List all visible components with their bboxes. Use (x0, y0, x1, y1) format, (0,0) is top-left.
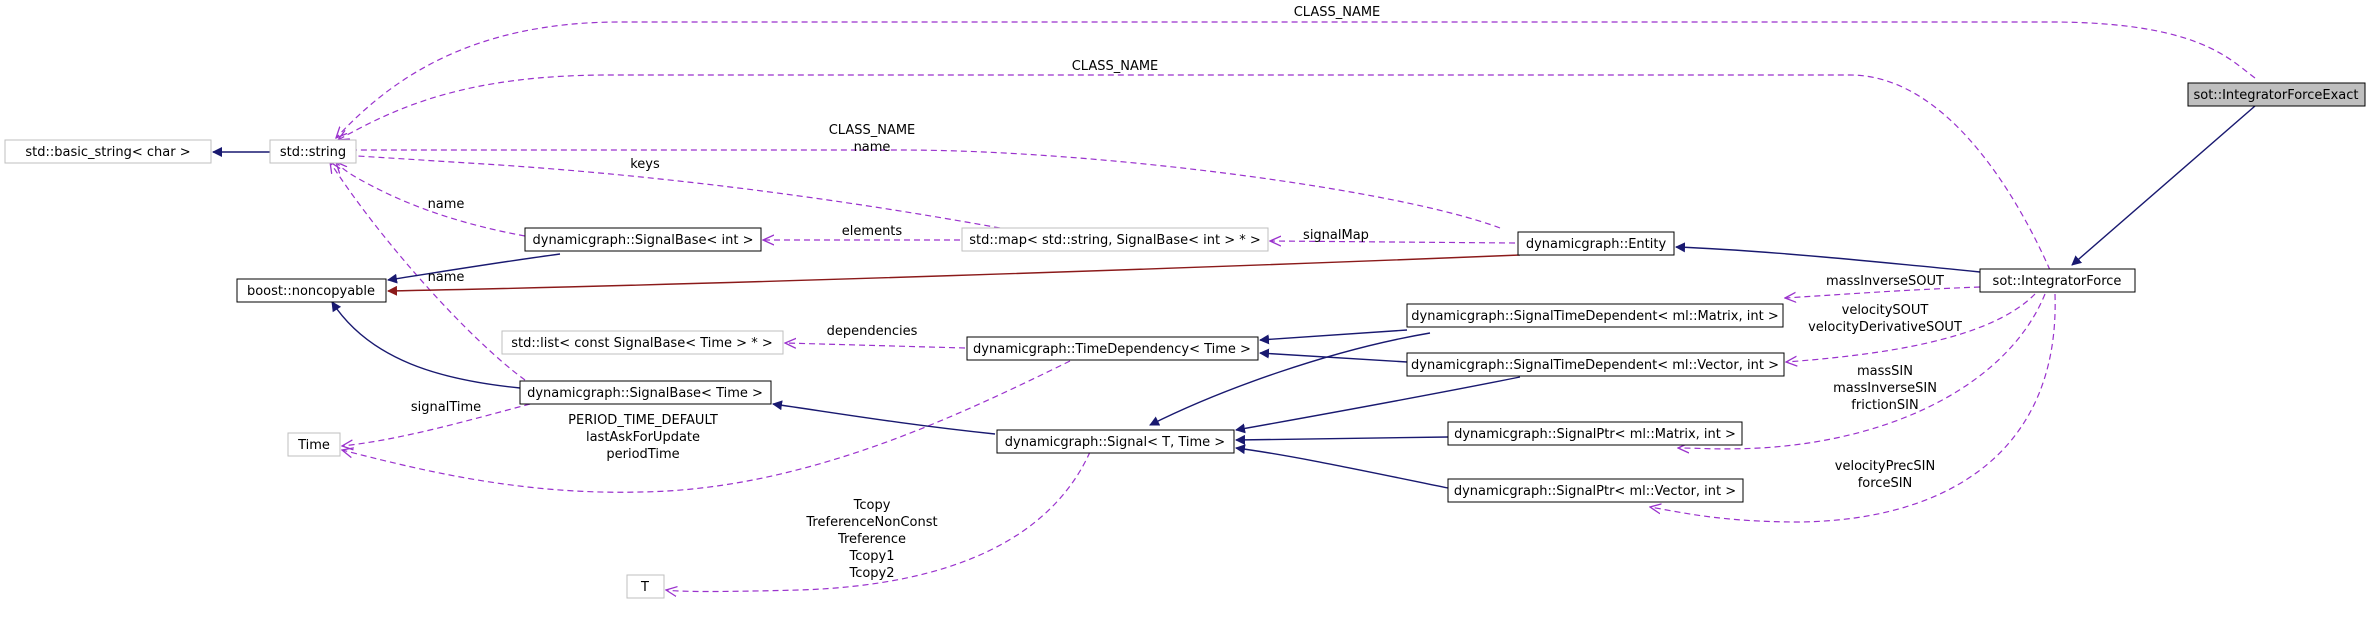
edge-label-elements: elements (842, 224, 903, 239)
edge-label-tcopy: Tcopy (853, 498, 891, 513)
edge-ptrmat-to-signal (1235, 434, 1449, 445)
edge-sbtime-to-noncopy (331, 301, 521, 389)
node-std-map[interactable]: std::map< std::string, SignalBase< int >… (961, 227, 1269, 252)
edge-force-to-entity (1675, 242, 1981, 273)
node-label: T (640, 580, 649, 595)
edge-signal-to-sbtime (772, 400, 996, 435)
node-std-string[interactable]: std::string (269, 139, 357, 164)
node-time-dependency[interactable]: dynamicgraph::TimeDependency< Time > (966, 336, 1259, 361)
edge-label-period-time-default: PERIOD_TIME_DEFAULT (568, 413, 718, 428)
node-label: dynamicgraph::SignalPtr< ml::Matrix, int… (1454, 427, 1736, 442)
edge-label-mass-inverse-sin: massInverseSIN (1833, 381, 1937, 396)
edge-force-to-stdmat (1785, 286, 1981, 298)
edge-label-period-time: periodTime (606, 447, 679, 462)
edge-label-treference: Treference (837, 532, 906, 547)
node-signal[interactable]: dynamicgraph::Signal< T, Time > (996, 429, 1235, 454)
node-time[interactable]: Time (287, 432, 341, 457)
edge-sbtime-to-time (342, 403, 531, 446)
edge-stdmat-to-signal (1149, 332, 1431, 426)
edge-force-to-string (338, 74, 2051, 271)
edges (212, 21, 2256, 592)
node-label: Time (297, 438, 330, 453)
edge-label-signal-map: signalMap (1303, 228, 1369, 243)
node-label: dynamicgraph::SignalTimeDependent< ml::M… (1411, 309, 1778, 324)
node-label: std::map< std::string, SignalBase< int >… (969, 233, 1261, 248)
edge-label-signal-time: signalTime (411, 400, 481, 415)
node-integrator-force[interactable]: sot::IntegratorForce (1979, 268, 2136, 293)
edge-timedep-to-time (342, 360, 1071, 493)
node-label: dynamicgraph::SignalTimeDependent< ml::V… (1411, 358, 1779, 373)
edge-labels: CLASS_NAME CLASS_NAME CLASS_NAME name ke… (411, 5, 1962, 581)
node-label: std::list< const SignalBase< Time > * > (511, 336, 772, 351)
edge-label-name-sbint: name (428, 197, 465, 212)
node-label: std::string (280, 145, 346, 160)
node-std-list[interactable]: std::list< const SignalBase< Time > * > (501, 330, 784, 355)
node-label: dynamicgraph::SignalBase< int > (533, 233, 754, 248)
node-signal-base-int[interactable]: dynamicgraph::SignalBase< int > (524, 227, 762, 252)
edge-timedep-to-list (785, 343, 966, 348)
edge-label-dependencies: dependencies (827, 324, 918, 339)
edge-label-velocity-derivative-sout: velocityDerivativeSOUT (1808, 320, 1962, 335)
node-signal-time-dependent-matrix[interactable]: dynamicgraph::SignalTimeDependent< ml::M… (1406, 303, 1784, 328)
edge-label-mass-sin: massSIN (1857, 364, 1913, 379)
edge-signal-to-t (666, 451, 1091, 592)
edge-label-class-name-force: CLASS_NAME (1072, 59, 1159, 74)
node-label: dynamicgraph::SignalPtr< ml::Vector, int… (1454, 484, 1736, 499)
node-basic-string[interactable]: std::basic_string< char > (4, 139, 212, 164)
edge-stdvec-to-timedep (1259, 348, 1408, 363)
edge-entity-to-string (340, 150, 1501, 229)
node-label: std::basic_string< char > (25, 145, 190, 160)
edge-label-friction-sin: frictionSIN (1851, 398, 1918, 413)
node-label: dynamicgraph::SignalBase< Time > (527, 386, 763, 401)
edge-stdmat-to-timedep (1259, 329, 1408, 345)
node-label: sot::IntegratorForce (1993, 274, 2122, 289)
edge-exact-to-force (2071, 105, 2256, 266)
edge-force-to-stdvec (1786, 293, 2036, 362)
edge-label-force-sin: forceSIN (1858, 476, 1913, 491)
node-signal-base-time[interactable]: dynamicgraph::SignalBase< Time > (519, 380, 772, 405)
edge-label-class-name-entity: CLASS_NAME (829, 123, 916, 138)
edge-entity-to-noncopy (387, 254, 1521, 296)
edge-label-name-sbtime: name (428, 270, 465, 285)
edge-label-tcopy1: Tcopy1 (848, 549, 894, 564)
node-integrator-force-exact[interactable]: sot::IntegratorForceExact (2187, 82, 2366, 107)
node-signal-time-dependent-vector[interactable]: dynamicgraph::SignalTimeDependent< ml::V… (1406, 352, 1785, 377)
node-label: sot::IntegratorForceExact (2193, 88, 2358, 103)
edge-label-mass-inverse-sout: massInverseSOUT (1826, 274, 1944, 289)
node-entity[interactable]: dynamicgraph::Entity (1517, 231, 1675, 256)
edge-sbint-to-string (336, 162, 526, 237)
node-label: dynamicgraph::Signal< T, Time > (1005, 435, 1225, 450)
edge-label-name-entity: name (854, 140, 891, 155)
edge-label-keys: keys (630, 157, 660, 172)
edge-label-velocity-prec-sin: velocityPrecSIN (1835, 459, 1935, 474)
node-noncopyable[interactable]: boost::noncopyable (236, 278, 387, 303)
edge-label-class-name-top: CLASS_NAME (1294, 5, 1381, 20)
edge-sbtime-to-string (330, 162, 526, 381)
edge-force-to-ptrvec (1650, 293, 2056, 523)
node-label: dynamicgraph::TimeDependency< Time > (973, 342, 1251, 357)
edge-exact-to-string (336, 21, 2256, 138)
node-signal-ptr-matrix[interactable]: dynamicgraph::SignalPtr< ml::Matrix, int… (1447, 421, 1743, 446)
edge-entity-to-map (1270, 241, 1516, 243)
edge-sbint-to-noncopy (387, 253, 561, 284)
node-label: boost::noncopyable (247, 284, 375, 299)
edge-force-to-ptrmat (1678, 293, 2046, 449)
edge-ptrvec-to-signal (1235, 444, 1449, 489)
edge-stdvec-to-signal (1235, 376, 1521, 434)
edge-label-velocity-sout: velocitySOUT (1842, 303, 1929, 318)
edge-map-to-string (342, 155, 1001, 229)
nodes: sot::IntegratorForceExact sot::Integrato… (4, 82, 2366, 599)
edge-label-last-ask-for-update: lastAskForUpdate (586, 430, 700, 445)
edge-label-tcopy2: Tcopy2 (848, 566, 894, 581)
node-signal-ptr-vector[interactable]: dynamicgraph::SignalPtr< ml::Vector, int… (1447, 478, 1744, 503)
edge-label-treference-non-const: TreferenceNonConst (805, 515, 937, 530)
node-t[interactable]: T (626, 574, 665, 599)
node-label: dynamicgraph::Entity (1526, 237, 1667, 252)
